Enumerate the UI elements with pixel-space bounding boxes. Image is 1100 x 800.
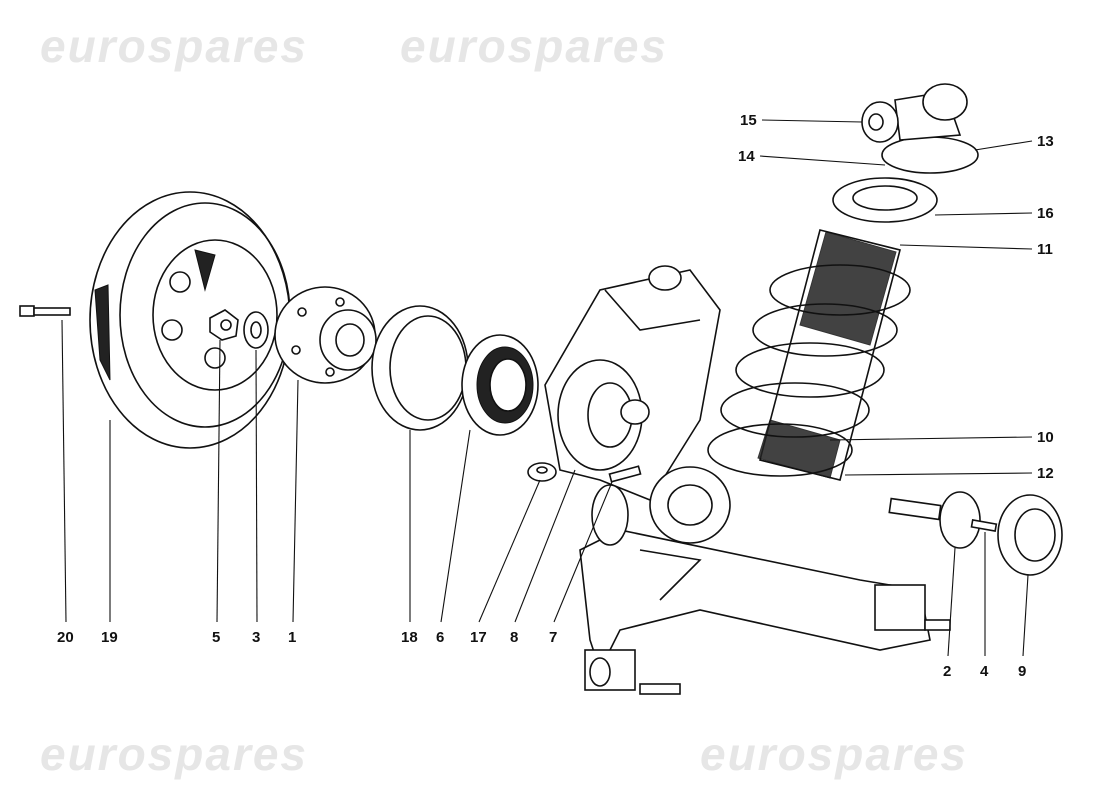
watermark: eurospares bbox=[700, 728, 968, 780]
callout-15: 15 bbox=[740, 112, 757, 129]
callout-14: 14 bbox=[738, 148, 755, 165]
watermarks: eurospares eurospares eurospares eurospa… bbox=[40, 20, 968, 780]
callout-10: 10 bbox=[1037, 429, 1054, 446]
callout-2: 2 bbox=[943, 663, 951, 680]
part-damper bbox=[757, 229, 901, 481]
part-spring-seat-16 bbox=[832, 177, 938, 223]
callout-12: 12 bbox=[1037, 465, 1054, 482]
watermark: eurospares bbox=[40, 728, 308, 780]
part-bearing-6 bbox=[461, 334, 539, 436]
part-screw-7 bbox=[608, 465, 642, 483]
part-upright-8 bbox=[544, 265, 721, 501]
callout-7: 7 bbox=[549, 629, 557, 646]
callout-17: 17 bbox=[470, 629, 487, 646]
leader-lines bbox=[61, 119, 1033, 657]
callout-16: 16 bbox=[1037, 205, 1054, 222]
part-dust-shield-18 bbox=[371, 305, 469, 431]
callout-5: 5 bbox=[212, 629, 220, 646]
part-top-mount-13 bbox=[881, 83, 979, 174]
callouts: 15 14 13 16 11 10 12 20 19 5 3 1 18 6 17… bbox=[57, 112, 1054, 680]
part-washer-3 bbox=[243, 311, 269, 349]
callout-18: 18 bbox=[401, 629, 418, 646]
part-cap-9 bbox=[997, 494, 1063, 576]
callout-6: 6 bbox=[436, 629, 444, 646]
callout-1: 1 bbox=[288, 629, 296, 646]
part-pin-4 bbox=[970, 519, 998, 532]
callout-3: 3 bbox=[252, 629, 260, 646]
part-bolt-20 bbox=[19, 305, 71, 317]
part-hub-1 bbox=[274, 286, 377, 384]
callout-20: 20 bbox=[57, 629, 74, 646]
callout-8: 8 bbox=[510, 629, 518, 646]
part-ball-joint-2 bbox=[888, 491, 981, 549]
callout-13: 13 bbox=[1037, 133, 1054, 150]
callout-9: 9 bbox=[1018, 663, 1026, 680]
callout-4: 4 bbox=[980, 663, 989, 680]
callout-19: 19 bbox=[101, 629, 118, 646]
part-spring bbox=[707, 264, 911, 477]
part-bushing-15 bbox=[861, 101, 899, 143]
part-washer-17 bbox=[527, 462, 557, 482]
watermark: eurospares bbox=[400, 20, 668, 72]
part-nut-5 bbox=[209, 309, 239, 341]
watermark: eurospares bbox=[40, 20, 308, 72]
part-lower-arm bbox=[579, 466, 951, 695]
callout-11: 11 bbox=[1037, 241, 1053, 258]
